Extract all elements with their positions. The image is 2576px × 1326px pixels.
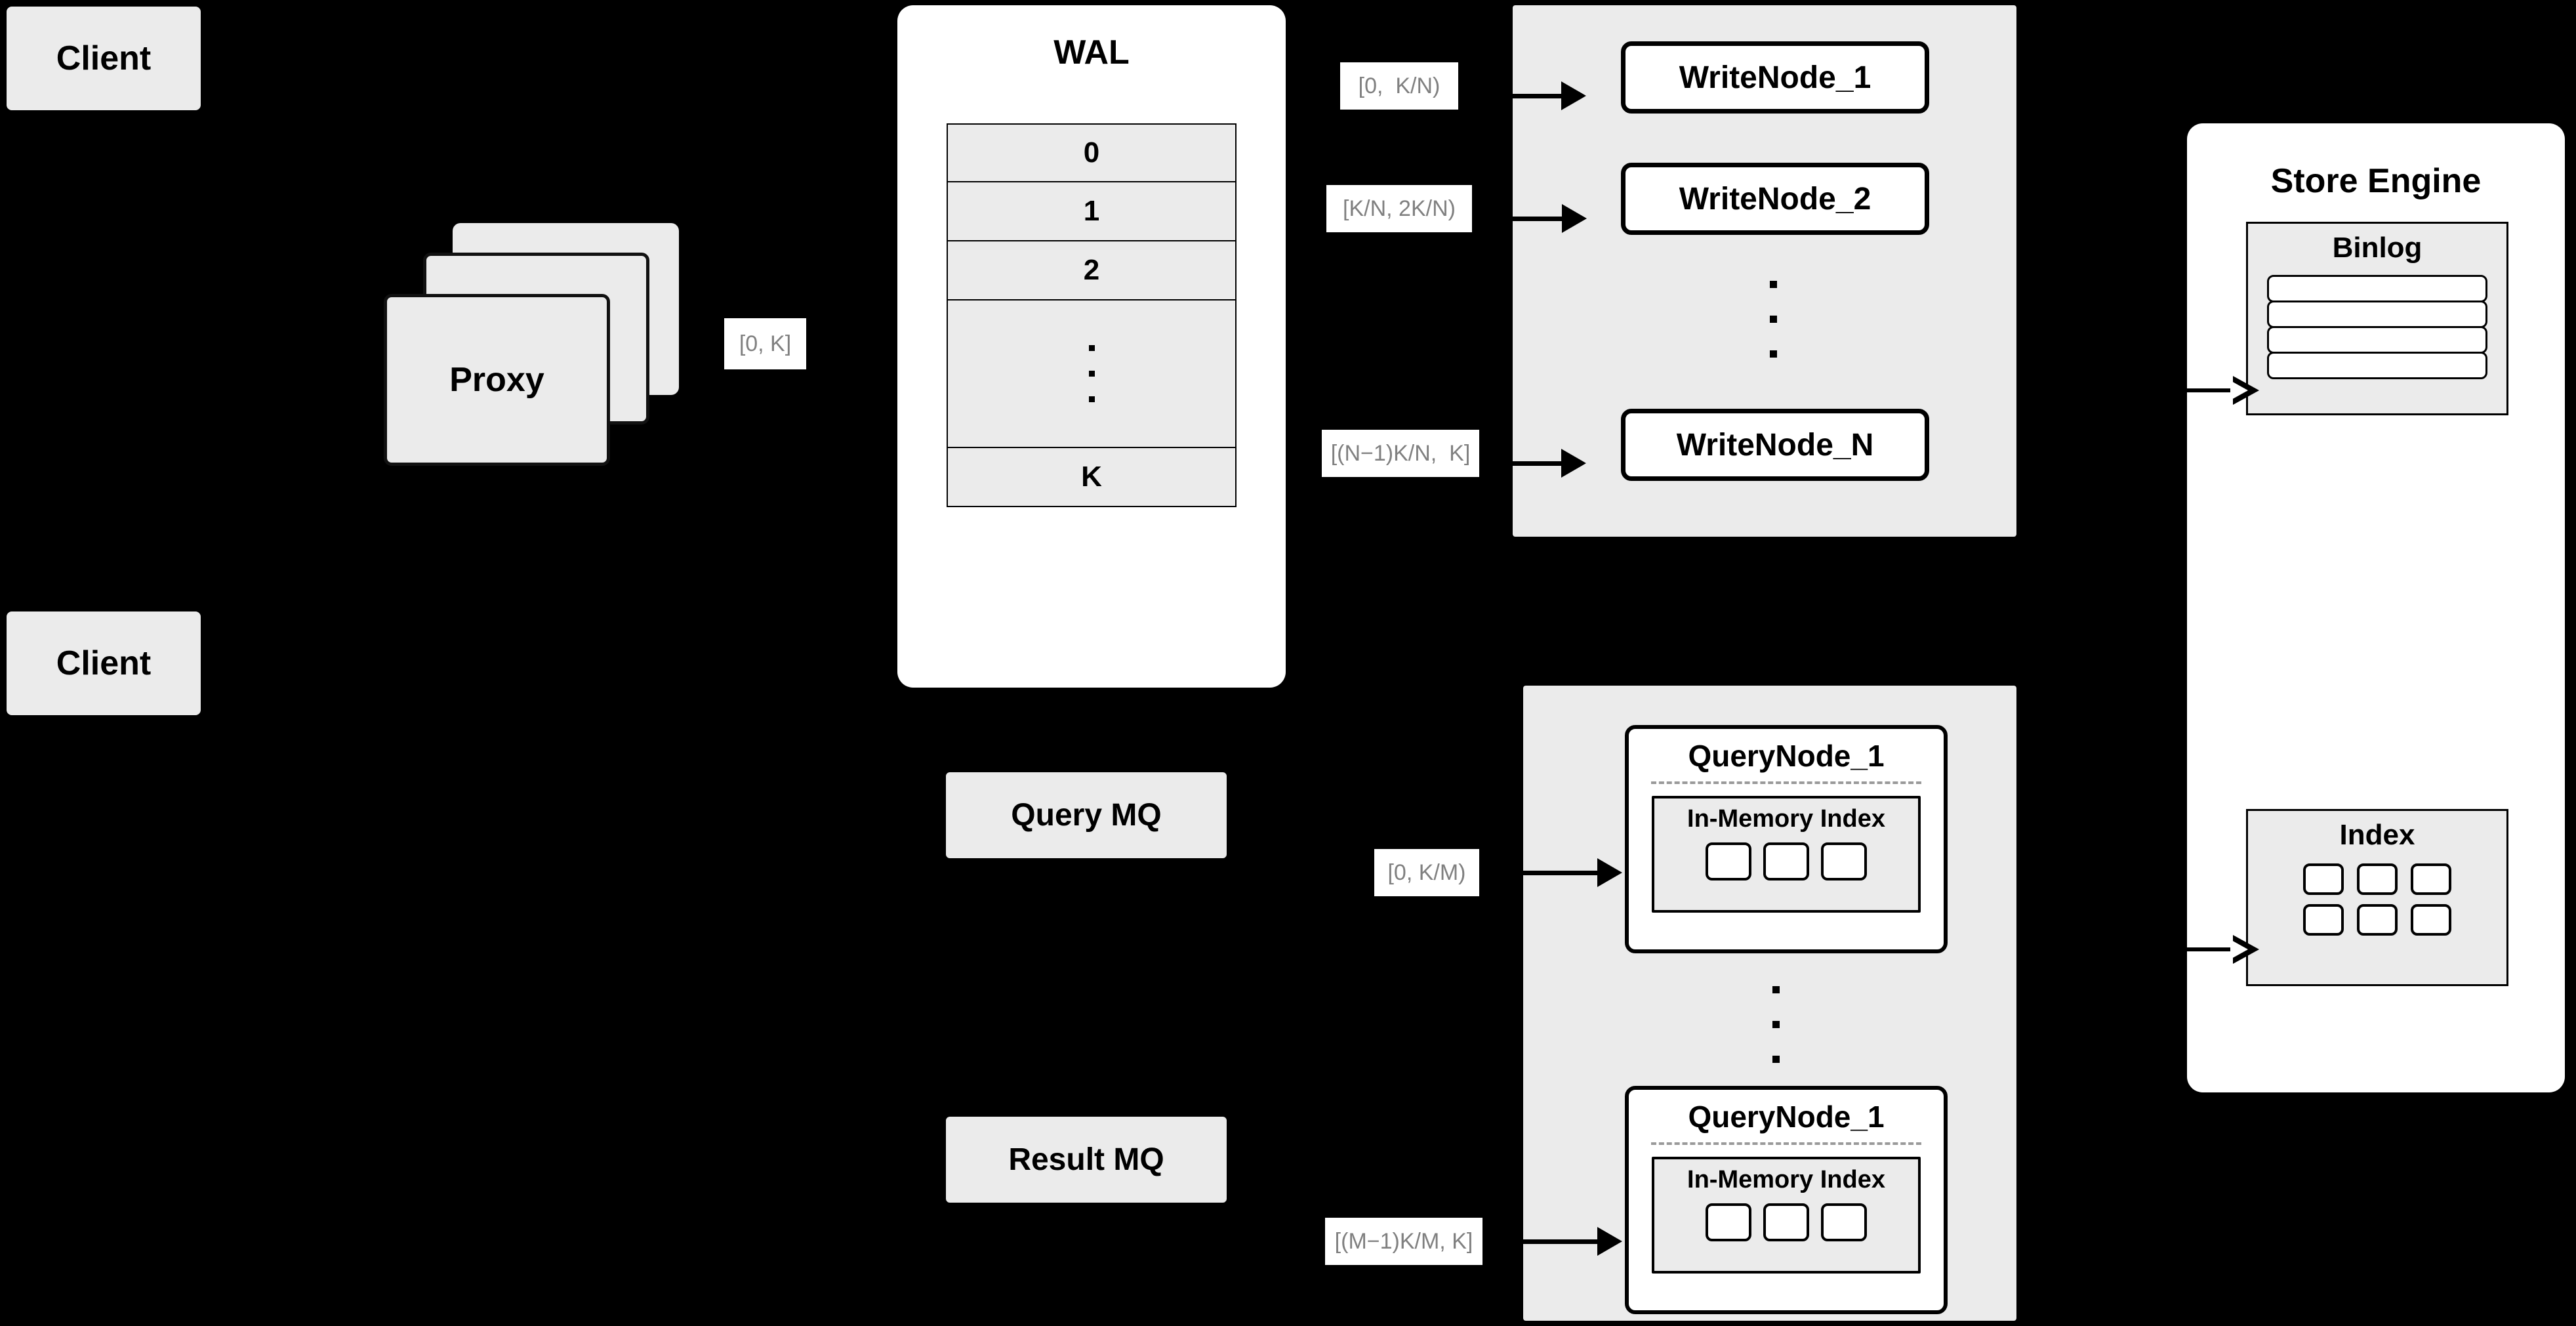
ellipsis-dot	[1088, 371, 1095, 377]
in-memory-index-2-cells	[1706, 1203, 1867, 1241]
binlog-row[interactable]	[2267, 275, 2487, 302]
wal-ellipsis	[947, 300, 1237, 448]
ellipsis-dot	[1772, 1021, 1780, 1028]
binlog-row[interactable]	[2267, 326, 2487, 354]
wal-cell-0[interactable]: 0	[947, 123, 1237, 182]
store-engine-panel: Store Engine Binlog Index	[2187, 123, 2565, 1092]
query-mq-box[interactable]: Query MQ	[945, 771, 1228, 860]
index-cell[interactable]	[1821, 1203, 1867, 1241]
write-node-n[interactable]: WriteNode_N	[1621, 409, 1929, 481]
store-engine-title: Store Engine	[2270, 162, 2482, 200]
in-memory-index-2-title: In-Memory Index	[1687, 1166, 1885, 1193]
client-box-1[interactable]: Client	[5, 5, 202, 112]
arrow-to-index	[2187, 935, 2259, 964]
index-box: Index	[2246, 809, 2508, 986]
query-node-2-range-label: [(M−1)K/M, K]	[1325, 1218, 1482, 1265]
ellipsis-dot	[1772, 1056, 1780, 1063]
index-cell[interactable]	[2357, 863, 2398, 895]
index-cell[interactable]	[1706, 1203, 1751, 1241]
query-node-1-range-label: [0, K/M)	[1374, 849, 1479, 896]
proxy-label: Proxy	[449, 361, 544, 399]
index-cell[interactable]	[1821, 842, 1867, 881]
wal-title: WAL	[1053, 33, 1130, 72]
query-node-1-divider	[1650, 781, 1922, 784]
index-cell[interactable]	[2357, 904, 2398, 936]
in-memory-index-1-cells	[1706, 842, 1867, 881]
index-grid	[2303, 863, 2451, 936]
wal-cell-list: 0 1 2 K	[947, 123, 1237, 507]
arrow-to-write-node-n	[1481, 449, 1586, 478]
query-node-group-panel: QueryNode_1 In-Memory Index QueryNode_1	[1523, 686, 2016, 1321]
index-cell[interactable]	[1706, 842, 1751, 881]
write-node-n-label: WriteNode_N	[1676, 427, 1874, 463]
query-node-2-label: QueryNode_1	[1688, 1100, 1885, 1134]
arrow-to-write-node-1	[1462, 81, 1586, 110]
wal-cell-k[interactable]: K	[947, 448, 1237, 507]
query-node-1-label: QueryNode_1	[1688, 739, 1885, 773]
write-node-2-label: WriteNode_2	[1679, 181, 1871, 217]
index-cell[interactable]	[2411, 904, 2451, 936]
arrow-to-binlog	[2187, 376, 2259, 405]
result-mq-box[interactable]: Result MQ	[945, 1115, 1228, 1204]
write-node-2[interactable]: WriteNode_2	[1621, 163, 1929, 235]
ellipsis-dot	[1770, 281, 1777, 288]
query-node-2-divider	[1650, 1142, 1922, 1145]
wal-panel: WAL 0 1 2 K	[897, 5, 1286, 688]
index-cell[interactable]	[2303, 904, 2344, 936]
proxy-range-label: [0, K]	[724, 318, 806, 369]
write-node-1-label: WriteNode_1	[1679, 60, 1871, 95]
index-cell[interactable]	[2411, 863, 2451, 895]
index-cell[interactable]	[1763, 1203, 1809, 1241]
write-node-n-range-label: [(N−1)K/N, K]	[1322, 430, 1479, 477]
query-node-1[interactable]: QueryNode_1 In-Memory Index	[1625, 725, 1948, 953]
write-node-1-range-label: [0, K/N)	[1340, 62, 1458, 110]
proxy-box[interactable]: Proxy	[384, 294, 610, 466]
binlog-row[interactable]	[2267, 352, 2487, 379]
write-node-group-panel: WriteNode_1 WriteNode_2 WriteNode_N	[1513, 5, 2016, 537]
binlog-row[interactable]	[2267, 300, 2487, 328]
binlog-rows	[2267, 275, 2487, 379]
ellipsis-dot	[1770, 316, 1777, 323]
in-memory-index-1: In-Memory Index	[1652, 796, 1921, 913]
arrow-to-write-node-2	[1474, 204, 1587, 233]
ellipsis-dot	[1772, 986, 1780, 993]
write-node-2-range-label: [K/N, 2K/N)	[1326, 185, 1472, 232]
binlog-box: Binlog	[2246, 222, 2508, 415]
index-cell[interactable]	[1763, 842, 1809, 881]
ellipsis-dot	[1770, 350, 1777, 358]
in-memory-index-1-title: In-Memory Index	[1687, 805, 1885, 833]
ellipsis-dot	[1088, 345, 1095, 351]
client-label-2: Client	[56, 644, 152, 682]
client-box-2[interactable]: Client	[5, 610, 202, 716]
write-node-1[interactable]: WriteNode_1	[1621, 41, 1929, 114]
write-node-ellipsis	[1770, 281, 1777, 358]
ellipsis-dot	[1088, 396, 1095, 402]
binlog-title: Binlog	[2332, 232, 2423, 264]
wal-cell-2[interactable]: 2	[947, 241, 1237, 300]
wal-cell-1[interactable]: 1	[947, 182, 1237, 241]
index-title: Index	[2339, 819, 2415, 851]
result-mq-label: Result MQ	[1008, 1142, 1164, 1177]
arrow-to-query-node-1	[1481, 858, 1622, 887]
in-memory-index-2: In-Memory Index	[1652, 1157, 1921, 1274]
arrow-to-query-node-2	[1484, 1227, 1622, 1256]
client-label-1: Client	[56, 39, 152, 77]
query-mq-label: Query MQ	[1011, 798, 1162, 833]
query-node-ellipsis	[1772, 986, 1780, 1063]
query-node-2[interactable]: QueryNode_1 In-Memory Index	[1625, 1086, 1948, 1314]
index-cell[interactable]	[2303, 863, 2344, 895]
